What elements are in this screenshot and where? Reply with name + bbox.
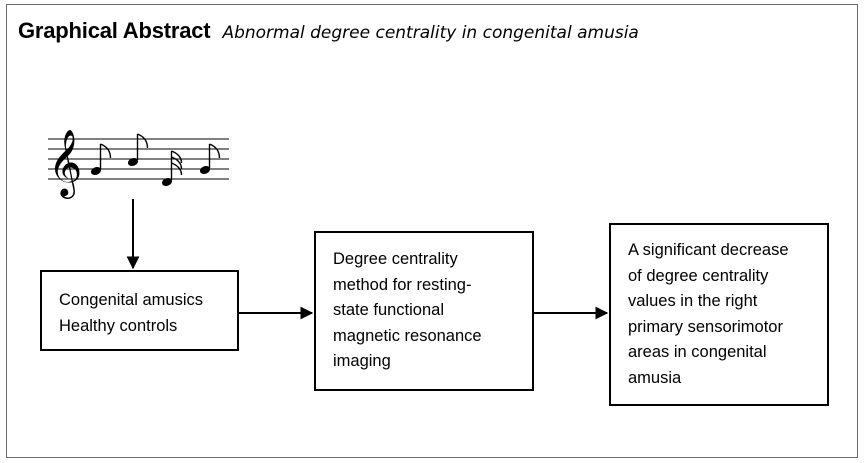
method-line: Degree centrality bbox=[333, 250, 458, 268]
finding-line: values in the right bbox=[628, 292, 758, 310]
method-line: magnetic resonance bbox=[333, 326, 482, 345]
finding-line: areas in congenital bbox=[628, 343, 767, 361]
finding-line: of degree centrality bbox=[628, 266, 769, 285]
music-staff-icon: 𝄞 bbox=[48, 128, 229, 199]
svg-text:𝄞: 𝄞 bbox=[48, 128, 82, 199]
abstract-title: Graphical Abstract bbox=[18, 18, 211, 43]
method-line: method for resting- bbox=[333, 275, 472, 294]
groups-box: Congenital amusics Healthy controls bbox=[40, 270, 239, 351]
abstract-heading: Graphical Abstract Abnormal degree centra… bbox=[18, 18, 639, 44]
abstract-subtitle: Abnormal degree centrality in congenital… bbox=[222, 23, 639, 43]
finding-box: A significant decrease of degree central… bbox=[609, 223, 829, 406]
method-box: Degree centrality method for resting- st… bbox=[314, 231, 534, 391]
groups-line: Congenital amusics bbox=[59, 291, 203, 309]
finding-line: primary sensorimotor bbox=[628, 317, 783, 336]
finding-line: A significant decrease bbox=[628, 241, 789, 259]
finding-line: amusia bbox=[628, 368, 682, 387]
groups-line: Healthy controls bbox=[59, 316, 178, 335]
method-line: imaging bbox=[333, 352, 391, 370]
method-line: state functional bbox=[333, 301, 444, 319]
